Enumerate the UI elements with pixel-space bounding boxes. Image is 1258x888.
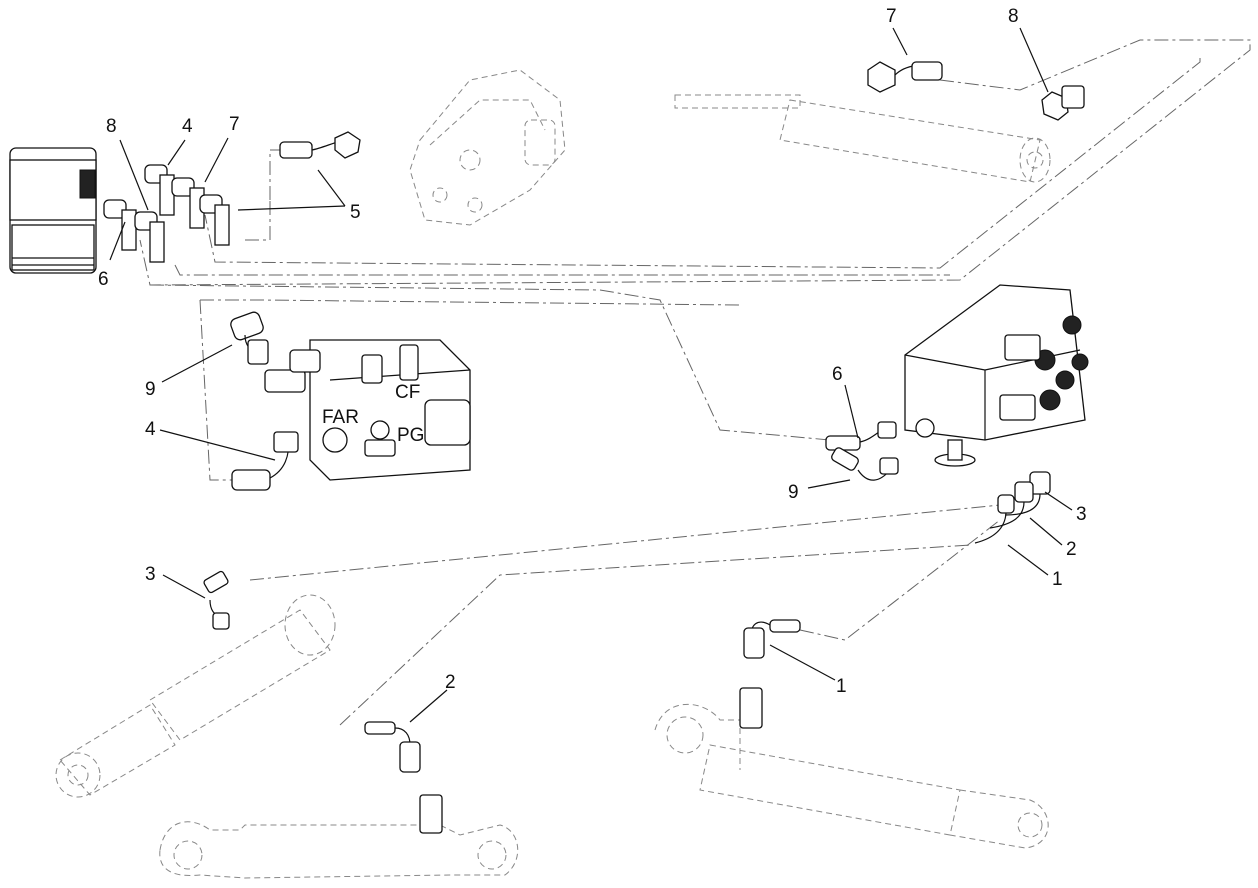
callout-4-top-left: 4 <box>182 116 193 137</box>
callout-numbers: 7 8 8 4 7 5 6 9 4 6 9 3 2 1 3 2 1 <box>98 6 1087 697</box>
callout-8-top-right: 8 <box>1008 6 1019 27</box>
callout-3-right: 3 <box>1076 504 1087 525</box>
right-fittings-cluster <box>974 471 1051 544</box>
callout-8-top-left: 8 <box>106 116 117 137</box>
callout-2-bottom: 2 <box>445 672 456 693</box>
left-elbow-fittings <box>230 311 299 491</box>
callout-2-right: 2 <box>1066 539 1077 560</box>
left-valve-block: FAR CF PG <box>264 339 471 481</box>
callout-9-left: 9 <box>145 379 156 400</box>
upper-cylinder <box>674 94 1051 183</box>
callout-1-right: 1 <box>1052 569 1063 590</box>
callout-6-top-left: 6 <box>98 269 109 290</box>
bottom-right-cylinder <box>654 619 1049 849</box>
hydraulic-pump <box>409 69 566 226</box>
valve-label-cf: CF <box>395 382 420 403</box>
callout-1-bottom-right: 1 <box>836 676 847 697</box>
valve-label-pg: PG <box>397 425 424 446</box>
right-valve-block <box>904 284 1089 467</box>
callout-7-top-right: 7 <box>886 6 897 27</box>
middle-right-fittings <box>825 421 899 481</box>
callout-4-left: 4 <box>145 419 156 440</box>
callout-5: 5 <box>350 202 361 223</box>
steering-control-unit <box>9 147 97 274</box>
lower-left-cylinder <box>55 570 336 798</box>
callout-7-top-left: 7 <box>229 114 240 135</box>
valve-label-far: FAR <box>322 407 359 428</box>
callout-9-mid-right: 9 <box>788 482 799 503</box>
callout-leader-lines <box>109 27 1073 723</box>
upper-right-hose-assembly <box>867 61 1085 121</box>
callout-6-mid-right: 6 <box>832 364 843 385</box>
top-left-fittings <box>103 131 361 263</box>
bottom-cylinder <box>159 721 519 879</box>
callout-3-left: 3 <box>145 564 156 585</box>
